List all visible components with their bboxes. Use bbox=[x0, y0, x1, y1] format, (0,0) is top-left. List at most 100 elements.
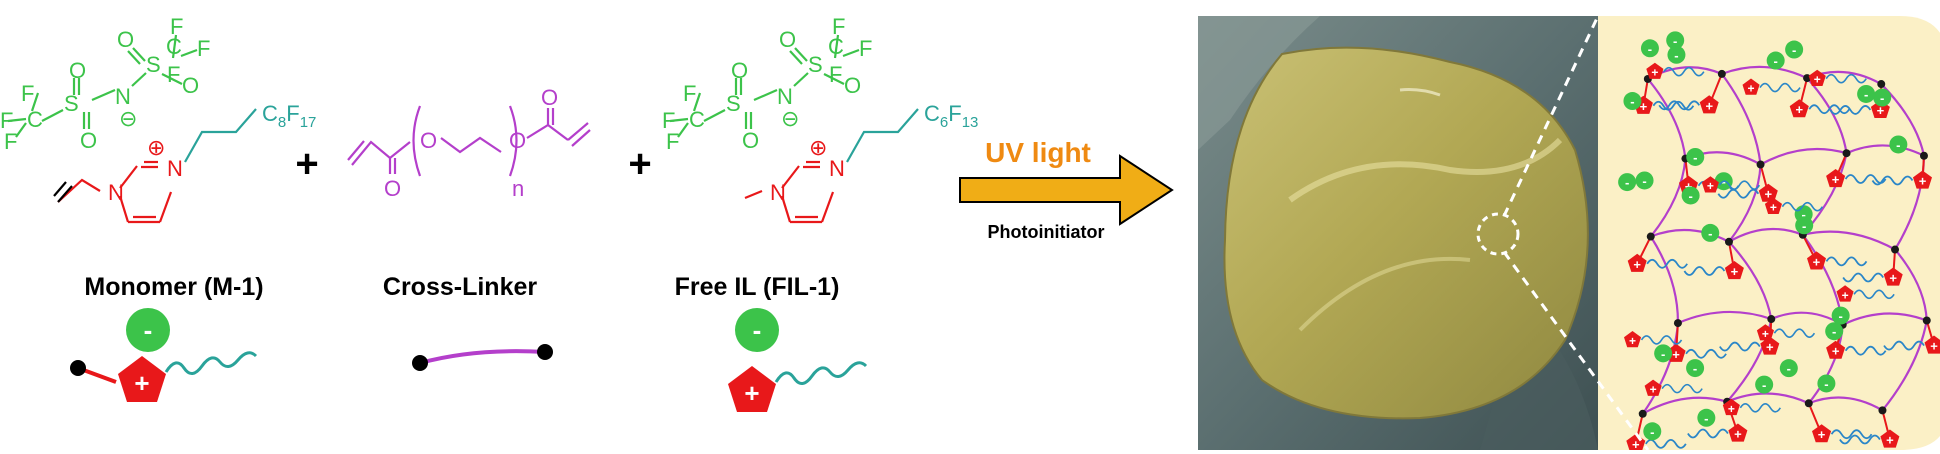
atom-F: F bbox=[662, 108, 675, 133]
anion-sign: - bbox=[1642, 173, 1646, 188]
tail-formula: C6F13 bbox=[924, 101, 978, 131]
anion-sign: - bbox=[1688, 188, 1692, 203]
cation-pentagon bbox=[1883, 267, 1903, 286]
cation-sign: + bbox=[1770, 201, 1777, 215]
free-anion bbox=[1643, 422, 1662, 441]
cation-sign: + bbox=[1650, 383, 1657, 397]
monomer-structure: F F F C S O O N ⊖ S O O C F F F bbox=[0, 14, 316, 224]
anion-charge: ⊖ bbox=[781, 106, 799, 131]
monomer-cartoon: - + bbox=[70, 308, 258, 402]
free-anion bbox=[1873, 88, 1892, 107]
cation-sign: + bbox=[1919, 173, 1927, 188]
junction-dot bbox=[1717, 69, 1726, 78]
atom-F: F bbox=[170, 14, 183, 39]
polymerizable-dot bbox=[412, 355, 428, 371]
fluoro-chain bbox=[1883, 340, 1925, 351]
free-il-caption: Free IL (FIL-1) bbox=[675, 273, 840, 301]
membrane-photo bbox=[1198, 16, 1598, 450]
uv-light-label: UV light bbox=[985, 137, 1091, 168]
free-cation bbox=[1701, 176, 1719, 193]
cation-sign: + bbox=[134, 368, 149, 398]
crosslink-chain bbox=[1894, 248, 1928, 321]
free-anion bbox=[1697, 408, 1716, 427]
arrow-shape bbox=[959, 154, 1174, 226]
cation-pentagon bbox=[1924, 335, 1940, 354]
free-anion bbox=[1667, 45, 1686, 64]
cation-sign: + bbox=[1832, 172, 1840, 187]
cation-pentagon bbox=[1789, 99, 1809, 118]
cation-sign: + bbox=[1629, 334, 1636, 348]
fluoro-chain bbox=[1663, 66, 1705, 77]
cation-sign: + bbox=[1705, 98, 1713, 113]
crosslink-chain bbox=[1677, 310, 1772, 325]
fluoro-chain bbox=[1719, 341, 1761, 352]
anion-sign: - bbox=[1673, 33, 1677, 48]
fluoro-chain bbox=[1871, 175, 1914, 186]
crosslink-chain bbox=[1881, 320, 1928, 412]
cation-pentagon bbox=[1728, 423, 1748, 442]
atom-O: O bbox=[182, 73, 199, 98]
anion-sign: - bbox=[1693, 150, 1697, 165]
atom-F: F bbox=[829, 62, 842, 87]
fluoro-chain bbox=[1646, 258, 1688, 269]
atom-O: O bbox=[541, 85, 558, 110]
free-cation bbox=[1836, 285, 1854, 302]
free-anion bbox=[1654, 344, 1673, 363]
free-anion bbox=[1623, 92, 1642, 111]
fluoro-chain bbox=[1773, 328, 1816, 338]
monomer-tfsi-anion: F F F C S O O N ⊖ S O O C F F F bbox=[0, 14, 210, 154]
fluoro-chain bbox=[1842, 272, 1884, 283]
atom-F: F bbox=[21, 81, 34, 106]
atom-F: F bbox=[666, 129, 679, 154]
atom-F: F bbox=[4, 129, 17, 154]
atom-O: O bbox=[844, 73, 861, 98]
atom-N: N bbox=[115, 84, 131, 109]
free-anion bbox=[1686, 147, 1705, 166]
free-cation bbox=[1644, 379, 1662, 396]
free-il-cartoon: - + bbox=[728, 308, 868, 412]
fluoro-chain bbox=[1718, 180, 1761, 190]
fluoro-chain bbox=[1830, 429, 1873, 440]
fluoro-chain bbox=[1687, 428, 1729, 439]
free-anion bbox=[1755, 375, 1774, 394]
crosslink-chain bbox=[1647, 78, 1687, 159]
cation-sign: + bbox=[1640, 99, 1648, 114]
junction-dot bbox=[1804, 399, 1813, 408]
cation-pentagon bbox=[118, 356, 166, 402]
vinyl-group bbox=[53, 181, 73, 203]
fluoro-chain bbox=[1853, 289, 1895, 300]
atom-O: O bbox=[731, 58, 748, 83]
photoinitiator-label: Photoinitiator bbox=[988, 222, 1105, 242]
junction-dot bbox=[1767, 315, 1776, 324]
anion-sign: - bbox=[1824, 376, 1828, 391]
crosslink-chain bbox=[1842, 312, 1928, 326]
free-anion bbox=[1785, 40, 1804, 59]
cation-sign: + bbox=[1685, 179, 1693, 194]
fluoro-chain bbox=[1844, 345, 1887, 356]
cation-pentagon bbox=[1758, 183, 1778, 202]
anion-sign: - bbox=[1880, 91, 1884, 106]
anion-circle bbox=[126, 308, 170, 352]
crosslink-chain bbox=[1649, 158, 1687, 238]
junction-dot bbox=[1891, 245, 1900, 254]
junction-dot bbox=[1877, 80, 1886, 89]
atom-S: S bbox=[64, 91, 79, 116]
crosslink-chain bbox=[1846, 144, 1925, 157]
cation-pentagon bbox=[1760, 336, 1780, 355]
free-cation bbox=[1624, 331, 1642, 348]
junction-dot bbox=[1638, 409, 1647, 418]
fluoro-chain bbox=[1825, 73, 1867, 84]
crosslink-chain bbox=[1802, 230, 1896, 251]
cation-sign: + bbox=[1731, 264, 1739, 279]
panel-background bbox=[1598, 16, 1940, 450]
fluoro-chain bbox=[1781, 201, 1824, 212]
free-anion bbox=[1857, 84, 1876, 103]
repeat-subscript: n bbox=[512, 176, 524, 201]
crosslink-chain bbox=[1760, 147, 1847, 166]
fluoro-chain bbox=[1658, 100, 1701, 111]
free-cation bbox=[1756, 324, 1774, 341]
cation-pentagon bbox=[1826, 169, 1846, 188]
cation-sign: + bbox=[1818, 427, 1826, 442]
cation-sign: + bbox=[1877, 103, 1885, 118]
